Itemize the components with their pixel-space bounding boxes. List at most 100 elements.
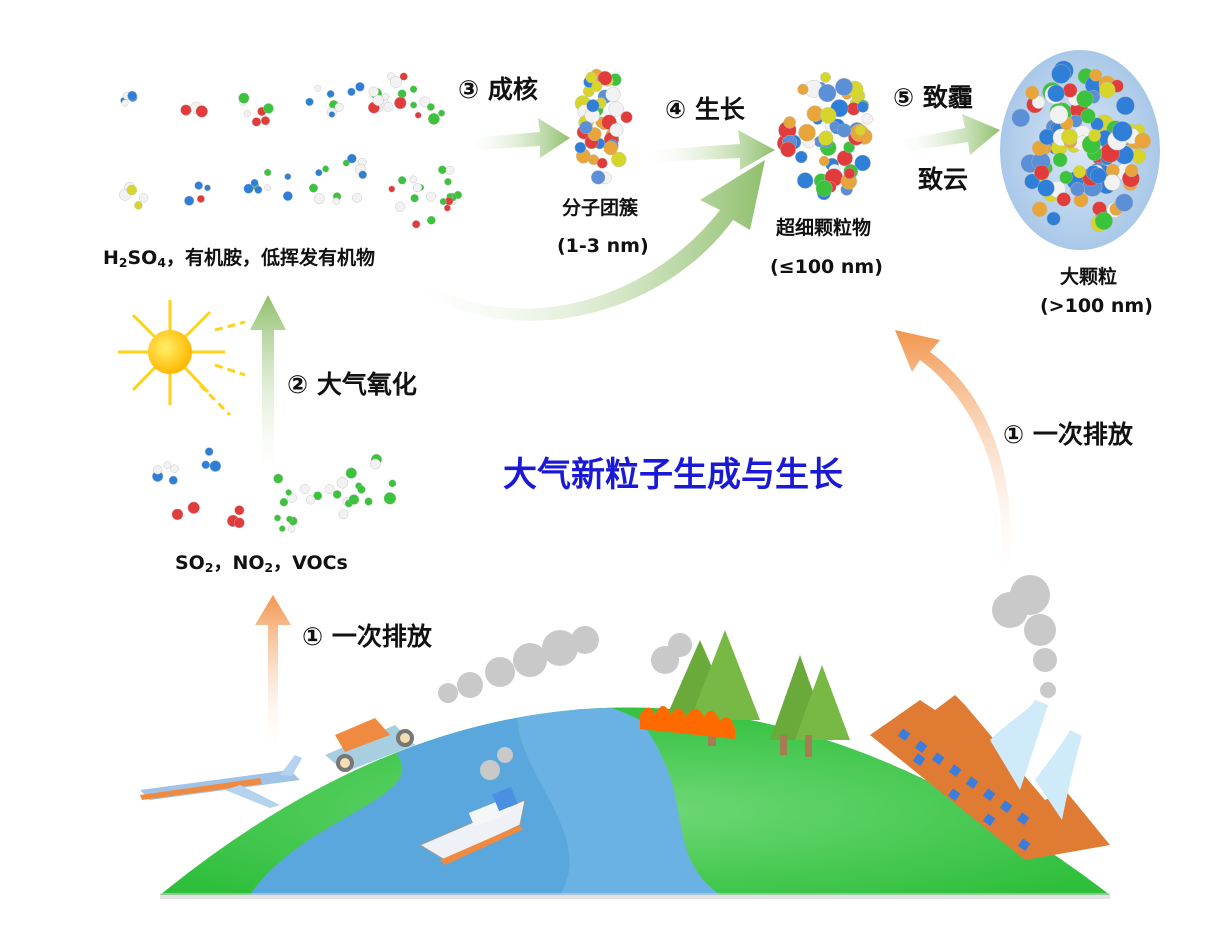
atom [352, 192, 362, 203]
atom [315, 169, 323, 177]
atom [238, 92, 250, 104]
atom [332, 197, 340, 205]
atom [1116, 96, 1135, 116]
atom [355, 82, 365, 92]
atom [287, 525, 296, 533]
atom [286, 515, 293, 523]
haze-arrow [900, 114, 1000, 155]
atom [414, 111, 422, 119]
atom [438, 165, 447, 175]
atom [585, 71, 598, 84]
atom [264, 184, 271, 191]
atom [837, 123, 852, 138]
atom [399, 72, 408, 81]
text-part: SO [175, 552, 205, 574]
atom [326, 90, 335, 98]
atom [127, 90, 138, 101]
atom [170, 464, 179, 474]
molecular-cluster-size: (1-3 nm) [557, 235, 649, 257]
atom [819, 155, 830, 167]
atom [1089, 68, 1103, 82]
atom [596, 157, 608, 169]
atom [818, 84, 837, 103]
atom [1031, 95, 1046, 109]
atom [855, 124, 866, 136]
atom [328, 111, 336, 118]
oxidation-products-label: H2SO4，有机胺，低挥发有机物 [103, 243, 375, 270]
atom [324, 484, 335, 494]
ship-icon [418, 786, 526, 865]
atom [336, 477, 349, 489]
atom [139, 193, 149, 203]
large-particle-label: 大颗粒 [1060, 266, 1118, 288]
atom [591, 170, 606, 185]
atom [347, 153, 357, 164]
voc-molecule [324, 453, 397, 520]
atom [394, 96, 407, 110]
direct-growth-arrow [420, 160, 765, 321]
step3-nucleation-label: ③ 成核 [458, 75, 538, 104]
voc-molecule [273, 473, 323, 533]
atom [260, 116, 271, 126]
text-part: SO [127, 247, 158, 269]
factory-icon [870, 695, 1110, 860]
text-part: ，有机胺，低挥发有机物 [165, 247, 375, 269]
atom [397, 89, 407, 99]
atom [835, 78, 853, 96]
atom [342, 159, 350, 167]
molecule [308, 153, 367, 205]
atom [273, 473, 284, 484]
atom [1031, 201, 1048, 217]
atom [1099, 81, 1116, 99]
atom [1070, 181, 1085, 197]
step5-cloud-label: 致云 [918, 165, 969, 194]
oxidation-arrow [250, 295, 286, 470]
airplane-icon [140, 755, 302, 808]
ultrafine-particle-size: (≤100 nm) [770, 256, 883, 278]
atom [426, 215, 436, 225]
atom [279, 497, 289, 507]
atom [383, 102, 394, 112]
atom [279, 525, 286, 532]
molecule [388, 165, 463, 229]
text-part: ，NO [213, 552, 265, 574]
atom [1031, 140, 1048, 156]
atom [332, 490, 342, 499]
no2-molecule [201, 447, 222, 472]
atom [419, 96, 431, 108]
molecular-cluster-label: 分子团簇 [562, 197, 639, 219]
atom [854, 154, 871, 172]
atom [233, 517, 245, 529]
molecule [238, 92, 274, 127]
atom [168, 475, 178, 485]
atom [1038, 128, 1056, 146]
atom [194, 181, 203, 190]
so2-molecule [227, 505, 245, 529]
atom [234, 505, 245, 516]
atom [611, 151, 627, 168]
atom [1056, 192, 1071, 207]
water-molecule [171, 501, 200, 521]
atom [204, 184, 211, 192]
atom [383, 492, 397, 505]
growth-arrow [650, 130, 775, 170]
atom [364, 497, 373, 506]
atom [1112, 121, 1133, 142]
step2-oxidation-label: ② 大气氧化 [287, 370, 417, 399]
subscript: 2 [264, 561, 274, 576]
atom [412, 182, 423, 193]
atom [797, 83, 809, 95]
amine-molecule [120, 90, 138, 107]
smoke-icon [438, 575, 1057, 780]
ocean [250, 707, 570, 895]
precursors-label: SO2，NO2，VOCs [175, 548, 348, 575]
atom [313, 491, 323, 501]
atom [195, 105, 208, 118]
atom [1025, 85, 1040, 100]
atom [282, 191, 293, 201]
atom [445, 165, 455, 175]
atom [861, 113, 873, 125]
atom [299, 483, 310, 494]
atom [1125, 163, 1139, 178]
atom [1024, 173, 1040, 190]
